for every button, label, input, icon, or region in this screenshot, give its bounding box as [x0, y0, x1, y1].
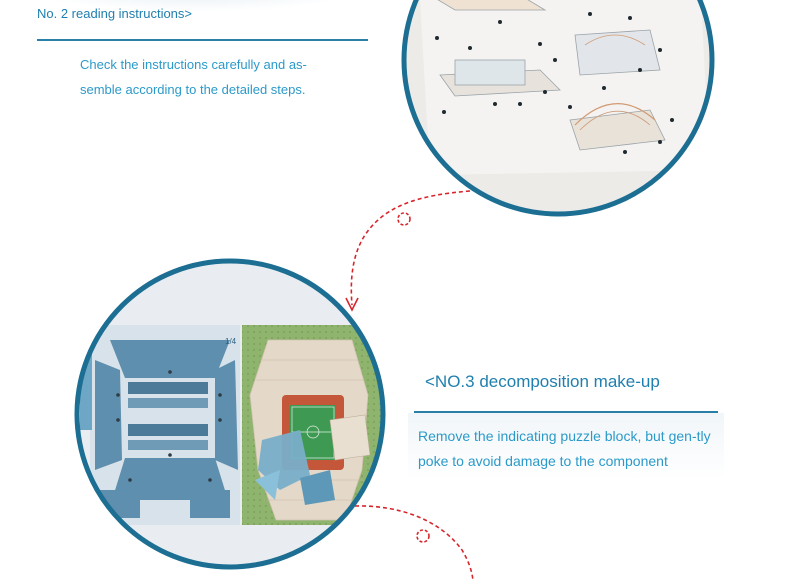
step2-title: No. 2 reading instructions> — [37, 6, 193, 21]
puzzle-board-photo: 1/4 — [74, 258, 386, 570]
dashed-connector-upper — [345, 190, 471, 312]
sheet-page-label: 1/4 — [225, 337, 237, 346]
top-decoration — [30, 0, 360, 12]
step3-title: <NO.3 decomposition make-up — [425, 372, 660, 391]
instruction-sheet-photo — [401, 0, 715, 217]
dashed-connector-lower — [354, 505, 474, 581]
step3-text-panel — [408, 413, 724, 481]
step2-divider — [37, 39, 368, 41]
step3-divider — [414, 411, 718, 413]
step2-description: Check the instructions carefully and as-… — [80, 57, 307, 97]
step3-description: Remove the indicating puzzle block, but … — [418, 428, 711, 469]
